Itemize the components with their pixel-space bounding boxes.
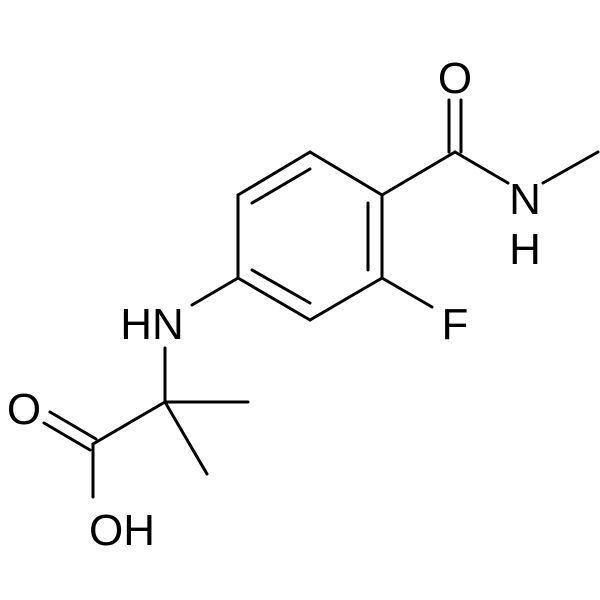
bond-acid-double-b [42, 421, 92, 452]
atom-hydroxyl: OH [89, 506, 155, 555]
ring-bond-c6-c1 [236, 150, 312, 197]
bond-ring-to-fluorine [380, 276, 434, 309]
bond-quaternary-to-methyl-down [163, 400, 209, 476]
bond-nitrogen-to-methyl [541, 150, 600, 185]
bond-acid-double-a [48, 410, 98, 441]
atom-amine-nh: HN [120, 300, 184, 349]
bond-ring-to-carbonyl-carbon [380, 150, 457, 197]
atom-amide-hydrogen: H [509, 225, 541, 274]
ring-bond-c4-c5-inner [250, 268, 312, 305]
atom-fluorine: F [442, 300, 469, 349]
ring-bond-c4-c5 [236, 276, 312, 322]
atom-carbonyl-oxygen: O [438, 54, 472, 103]
ring-bond-c6-c1-inner [250, 167, 312, 205]
bond-ring-to-amine [190, 276, 240, 307]
atom-amide-nitrogen: N [509, 175, 541, 224]
bond-quaternary-to-acid-carbon [91, 400, 167, 446]
ring-bond-c3-c4 [308, 276, 384, 322]
bond-carbonyl-to-nitrogen [453, 150, 510, 185]
ring-bond-c1-c2 [308, 150, 384, 197]
atom-acid-oxygen: O [7, 385, 41, 434]
